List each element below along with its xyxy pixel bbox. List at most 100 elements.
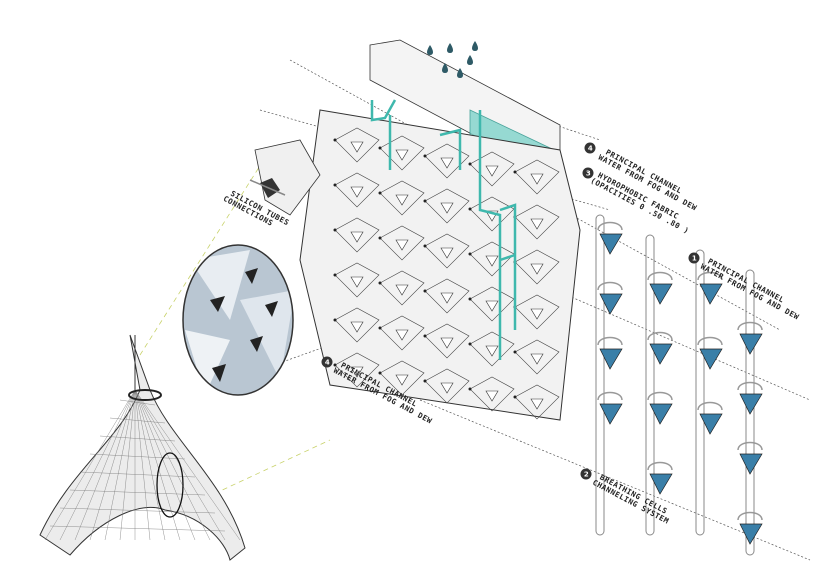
node-dot <box>333 273 337 277</box>
fabric-panel <box>299 99 581 421</box>
breathing-cell <box>739 393 763 415</box>
fabric-cell-diamond <box>514 159 560 195</box>
tent-mesh-line <box>134 389 181 541</box>
badge-number: 2 <box>584 471 589 479</box>
tent-mesh-line <box>104 389 136 541</box>
triangle-opening <box>485 300 499 312</box>
breathing-cell <box>599 293 623 315</box>
breathing-cell <box>649 343 673 365</box>
pipe-loop <box>647 331 673 341</box>
pipe-loop <box>647 391 673 401</box>
water-drop <box>447 43 453 53</box>
vertical-pipe <box>745 269 755 556</box>
triangle-opening <box>395 329 409 341</box>
breathing-cell <box>599 348 623 370</box>
fabric-cell-diamond <box>379 180 425 216</box>
breathing-cell <box>649 473 673 495</box>
breathing-cell <box>699 348 723 370</box>
tent-mesh-line <box>74 389 136 541</box>
node-dot <box>378 281 382 285</box>
pipe-loop <box>647 461 673 471</box>
tent-mesh-line <box>59 507 216 514</box>
fabric-cell-diamond <box>514 384 560 420</box>
tent-mesh-line <box>109 417 166 424</box>
node-dot <box>333 138 337 142</box>
tent-mesh-line <box>119 389 136 541</box>
triangle-opening <box>530 398 544 410</box>
tent-mesh-line <box>89 389 136 541</box>
water-drop <box>472 41 478 51</box>
pipe-loop <box>697 271 723 281</box>
fabric-cell-diamond <box>514 339 560 375</box>
water-drops <box>427 41 478 78</box>
fabric-cell-diamond <box>514 204 560 240</box>
triangle-opening <box>440 382 454 394</box>
fabric-cell-diamond <box>469 151 515 187</box>
node-dot <box>333 228 337 232</box>
breathing-cell <box>739 523 763 545</box>
triangle-opening <box>350 186 364 198</box>
triangle-opening <box>530 173 544 185</box>
triangle-opening <box>485 345 499 357</box>
node-dot <box>423 289 427 293</box>
node-dot <box>468 252 472 256</box>
breathing-cells-pipe-system <box>595 214 763 556</box>
fabric-cell-diamond <box>469 376 515 412</box>
node-dot <box>423 244 427 248</box>
triangle-opening <box>350 366 364 378</box>
pipe-loop <box>737 441 763 451</box>
triangle-opening <box>485 255 499 267</box>
breathing-cell <box>699 413 723 435</box>
fabric-cell-diamond <box>514 249 560 285</box>
breathing-cell <box>739 453 763 475</box>
triangle-opening <box>440 202 454 214</box>
triangle-opening <box>350 321 364 333</box>
triangle-opening <box>395 239 409 251</box>
vertical-pipe <box>695 249 705 536</box>
pipe-loop <box>737 511 763 521</box>
number-badge <box>584 142 596 154</box>
pipe-loop <box>597 336 623 346</box>
node-dot <box>513 395 517 399</box>
badge-number: 3 <box>586 170 591 178</box>
tent-mesh-line <box>119 399 156 406</box>
pipe-loop <box>737 321 763 331</box>
node-dot <box>378 371 382 375</box>
node-dot <box>423 334 427 338</box>
pipe-loop <box>647 271 673 281</box>
node-dot <box>468 387 472 391</box>
tent-mesh-line <box>79 471 196 478</box>
pipe-loop <box>697 401 723 411</box>
triangle-opening <box>485 165 499 177</box>
badge-number: 4 <box>588 145 593 153</box>
triangle-opening <box>395 149 409 161</box>
fabric-cell-diamond <box>424 188 470 224</box>
fabric-cell-diamond <box>424 323 470 359</box>
fabric-cell-diamond <box>379 360 425 396</box>
node-dot <box>333 318 337 322</box>
fabric-cell-diamond <box>514 294 560 330</box>
breathing-cell <box>599 233 623 255</box>
tent-mesh-line <box>49 525 226 532</box>
node-dot <box>378 146 382 150</box>
node-dot <box>468 297 472 301</box>
fabric-cell-diamond <box>379 270 425 306</box>
fabric-cell-diamond <box>379 225 425 261</box>
silicon-tube-connector <box>249 139 321 216</box>
node-dot <box>333 183 337 187</box>
fabric-cell-diamond <box>424 233 470 269</box>
breathing-cell <box>649 403 673 425</box>
node-dot <box>378 191 382 195</box>
water-drop <box>457 68 463 78</box>
fabric-cell-diamond <box>469 331 515 367</box>
node-dot <box>423 199 427 203</box>
fabric-cell-diamond <box>379 315 425 351</box>
pipe-loop <box>737 381 763 391</box>
node-dot <box>378 326 382 330</box>
tent-mesh-line <box>134 389 196 541</box>
water-drop <box>442 63 448 73</box>
fabric-cell-diamond <box>424 143 470 179</box>
triangle-opening <box>350 231 364 243</box>
vertical-pipe <box>595 214 605 536</box>
tent-pavilion <box>39 334 246 561</box>
